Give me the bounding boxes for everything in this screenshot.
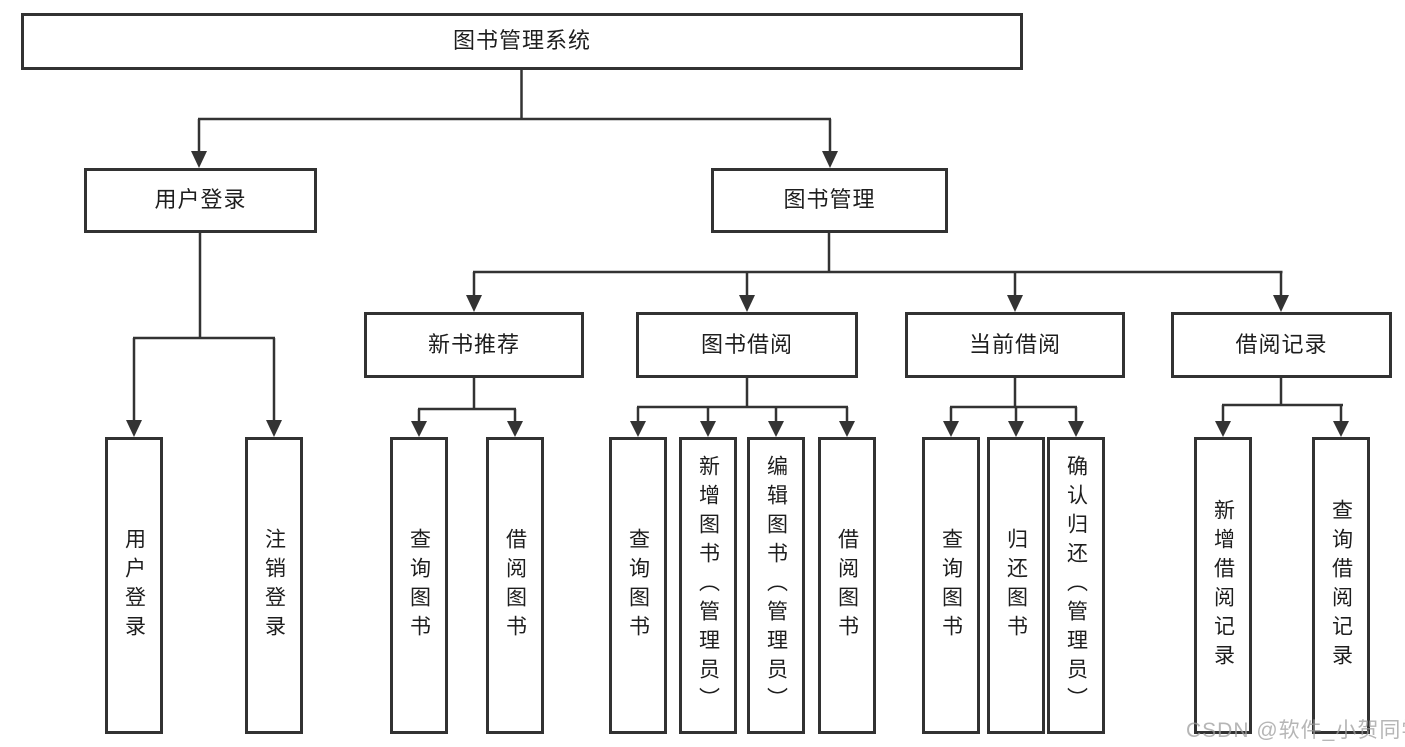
leaf-borrow-query-books: 查询图书 bbox=[609, 437, 667, 734]
leaf-query-borrow-record: 查询借阅记录 bbox=[1312, 437, 1370, 734]
leaf-recommend-query-books: 查询图书 bbox=[390, 437, 448, 734]
node-current-borrow: 当前借阅 bbox=[905, 312, 1125, 378]
leaf-borrow-books: 借阅图书 bbox=[818, 437, 876, 734]
leaf-current-query-books: 查询图书 bbox=[922, 437, 980, 734]
leaf-return-books: 归还图书 bbox=[987, 437, 1045, 734]
leaf-user-login: 用户登录 bbox=[105, 437, 163, 734]
leaf-add-borrow-record: 新增借阅记录 bbox=[1194, 437, 1252, 734]
node-new-book-recommend: 新书推荐 bbox=[364, 312, 584, 378]
csdn-watermark: CSDN @软件_小贺同学 bbox=[1186, 719, 1405, 742]
node-user-login-module: 用户登录 bbox=[84, 168, 317, 233]
leaf-edit-books-admin: 编辑图书（管理员） bbox=[747, 437, 805, 734]
node-root-system: 图书管理系统 bbox=[21, 13, 1023, 70]
leaf-add-books-admin: 新增图书（管理员） bbox=[679, 437, 737, 734]
node-borrow-records: 借阅记录 bbox=[1171, 312, 1392, 378]
node-book-management-module: 图书管理 bbox=[711, 168, 948, 233]
leaf-recommend-borrow-books: 借阅图书 bbox=[486, 437, 544, 734]
node-book-borrow: 图书借阅 bbox=[636, 312, 858, 378]
leaf-confirm-return-admin: 确认归还（管理员） bbox=[1047, 437, 1105, 734]
leaf-logout: 注销登录 bbox=[245, 437, 303, 734]
